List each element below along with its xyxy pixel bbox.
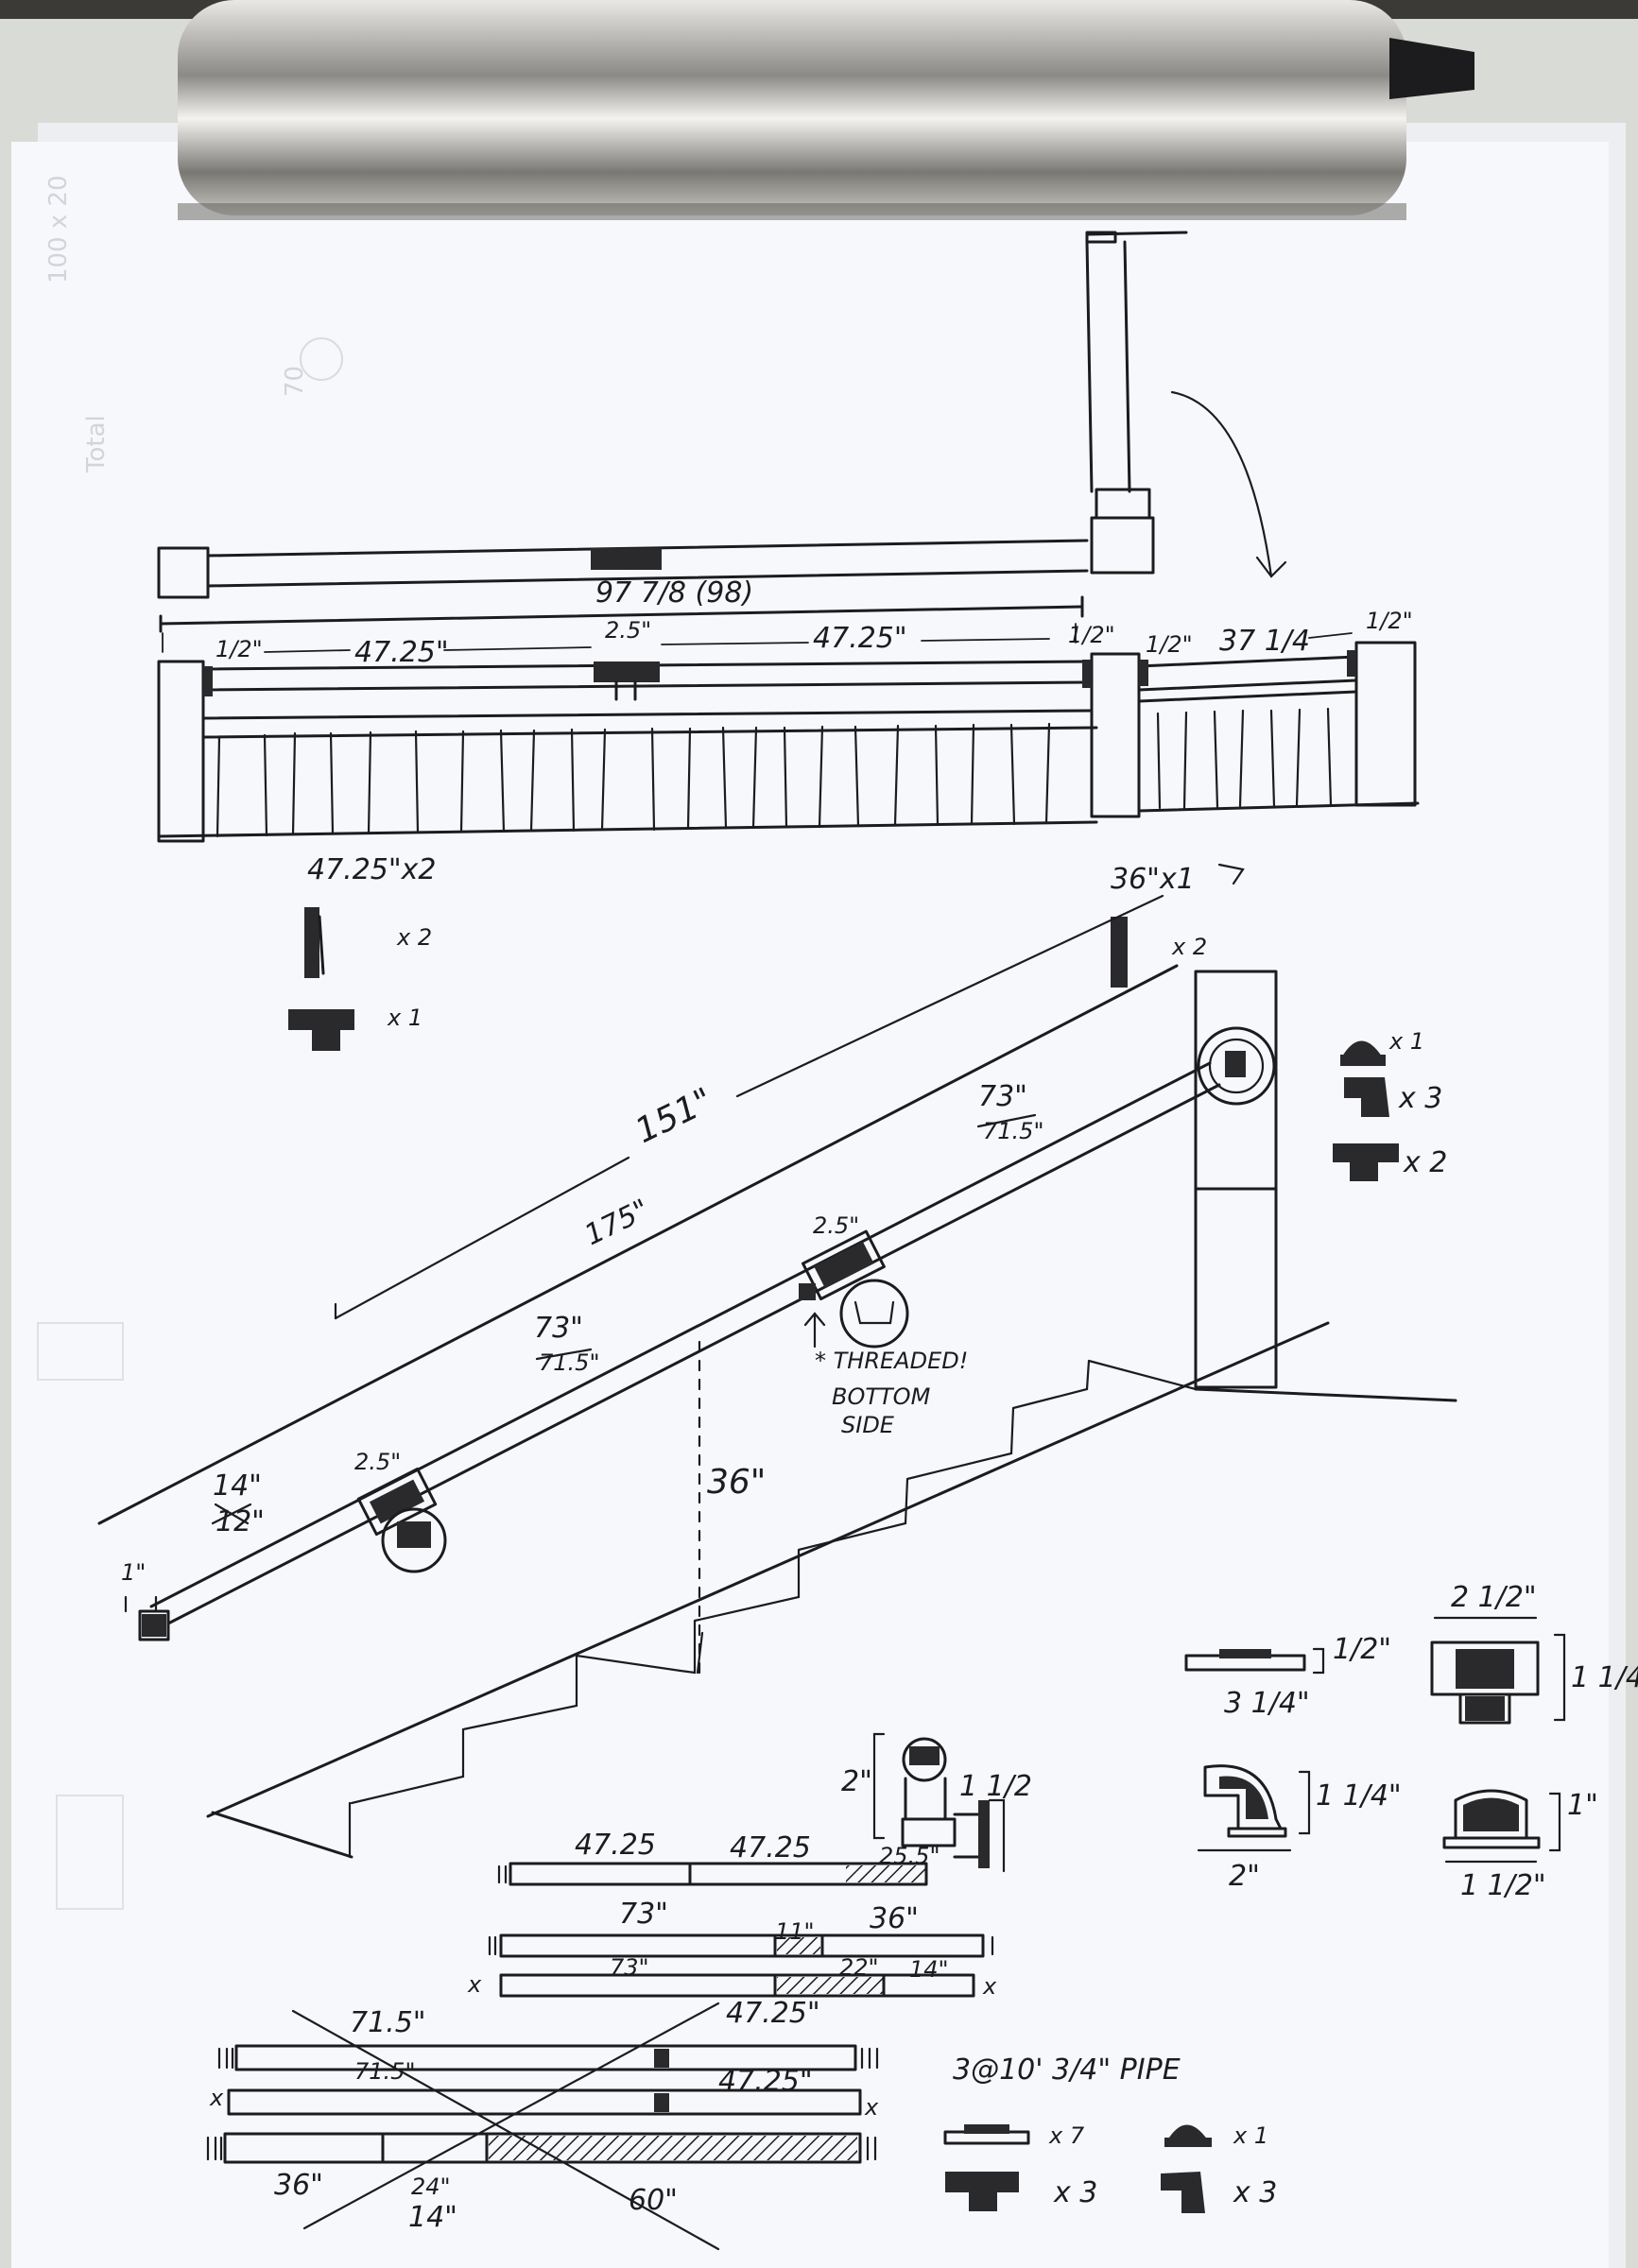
right-parts-list: x 1 x 3 x 2 [1333,1028,1447,1181]
left-qty-b: x 1 [387,1005,422,1031]
cut-row2-c: 36" [870,1902,919,1935]
upper-tee-fitting [799,1229,909,1349]
old-mark-left: x [209,2085,224,2111]
elbow-icon [1161,2172,1205,2213]
right-span-label: 47.25" [813,622,907,655]
cut-plan: 47.25 47.25 25.5" 73" 11" 36" x 73" 22" … [467,1829,997,2000]
old-label-d: 47.25" [718,2065,813,2098]
materials-tee-qty: x 3 [1053,2176,1097,2209]
cut-row3-a: 73" [610,1954,649,1981]
tee-icon [945,2172,1019,2211]
materials-flange-qty: x 7 [1048,2122,1085,2149]
upper-span-struck-label: 71.5" [983,1118,1043,1144]
left-gap-label: 1/2" [216,636,263,662]
connector-label: 2.5" [605,617,651,644]
upper-span-label: 73" [978,1080,1027,1113]
offset-height-label: 2" [841,1765,872,1798]
clip-icon [178,0,1474,220]
lower-tee-fitting [356,1467,447,1573]
balusters [216,707,1333,838]
old-label-f: 24" [411,2174,451,2200]
side-span-label: 37 1/4 [1219,625,1310,658]
materials-list: 3@10' 3/4" PIPE x 7 x 1 x 3 x 3 [943,2053,1277,2213]
flange-icon [1184,1649,1306,1672]
flange-width-label: 3 1/4" [1224,1687,1310,1720]
end-span-label: 14" [213,1469,262,1503]
cut-row1-a: 47.25 [575,1829,656,1862]
materials-pipe: 3@10' 3/4" PIPE [953,2053,1181,2087]
svg-text:Total: Total [82,415,111,473]
materials-elbow-qty: x 3 [1233,2176,1277,2209]
end-span-struck-label: 12" [216,1505,265,1538]
cut-row3-mark: x [467,1971,482,1998]
stair-top-qty: x 2 [1171,934,1207,960]
lower-span-label: 73" [534,1312,583,1345]
old-label-b: 47.25" [726,1997,820,2030]
cap-icon [1340,1040,1386,1066]
old-label-e: 36" [274,2169,323,2202]
fitting-dimensions: 1/2" 3 1/4" 2 1/2" 1 1/4" 1 1/4" 2" 1" 1… [1184,1581,1638,1902]
right-cap-qty: x 1 [1388,1028,1424,1055]
top-rail-view: 97 7/8 (98) [157,231,1287,633]
cap-icon [1442,1789,1541,1849]
show-through-marks: 100 x 20 Total 70 [37,175,343,1910]
left-parts-list: 47.25"x2 x 2 x 1 [288,853,437,1051]
old-cut-plan: 71.5" 47.25" 71.5" 47.25" x x 36" 24" 14… [206,1997,879,2251]
elbow-width-label: 2" [1229,1860,1260,1893]
offset-width-label: 1 1/2 [959,1770,1032,1803]
cap-height-label: 1" [1567,1789,1598,1822]
materials-cap-qty: x 1 [1233,2122,1268,2149]
flange-icon [943,2124,1030,2145]
end-gap-label: 1" [121,1559,146,1586]
cut-row3-c: 14" [909,1956,949,1983]
stair-note-line2: BOTTOM [832,1383,931,1410]
rail-elevation: 1/2" 47.25" 2.5" 47.25" 1/2" 1/2" 37 1/4… [157,608,1420,843]
left-length-note: 47.25"x2 [307,853,437,886]
paper-sheet [11,142,1609,2268]
right-gap-label: 1/2" [1068,622,1115,648]
tee-icon [1333,1143,1399,1181]
stair-height-label: 36" [707,1463,766,1502]
cut-row1-b: 47.25 [730,1831,811,1864]
cut-row3-mark-end: x [982,1973,997,2000]
svg-text:100 x 20: 100 x 20 [44,175,73,284]
left-qty-a: x 2 [396,924,432,951]
old-label-g: 14" [408,2201,457,2234]
elbow-icon [1203,1764,1287,1838]
top-rail-total-label: 97 7/8 (98) [595,576,753,610]
offset-detail: 2" 1 1/2 [841,1732,1032,1873]
old-mark-right: x [864,2094,879,2121]
left-span-label: 47.25" [354,636,449,669]
old-label-a: 71.5" [350,2006,426,2039]
cut-row1-c: 25.5" [879,1843,940,1869]
right-elbow-qty: x 3 [1398,1082,1442,1115]
elbow-height-label: 1 1/4" [1316,1779,1402,1813]
stair-note-line3: SIDE [841,1412,895,1438]
cap-icon [1164,2124,1212,2147]
cut-row3-b: 22" [839,1954,879,1981]
upper-connector-label: 2.5" [813,1212,859,1239]
stair-note-line1: * THREADED! [815,1348,968,1374]
tee-width-label: 2 1/2" [1451,1581,1537,1614]
right-tee-qty: x 2 [1403,1146,1447,1179]
flange-height-label: 1/2" [1333,1633,1391,1666]
lower-connector-label: 2.5" [354,1449,401,1475]
side-left-gap-label: 1/2" [1146,631,1193,658]
stair-top-note: 36"x1 [1111,863,1195,896]
cut-row2-a: 73" [619,1898,668,1931]
tee-height-label: 1 1/4" [1571,1661,1638,1694]
elbow-icon [1344,1077,1389,1117]
side-right-gap-label: 1/2" [1366,608,1413,634]
cap-width-label: 1 1/2" [1460,1869,1546,1902]
tee-icon [288,1009,354,1051]
